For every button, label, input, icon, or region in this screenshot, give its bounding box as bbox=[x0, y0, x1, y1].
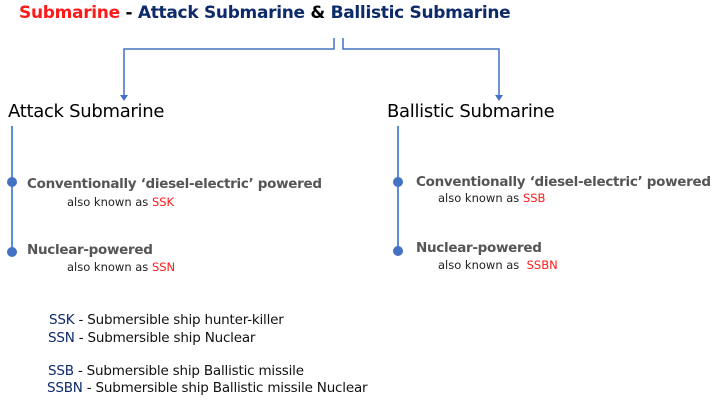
arrowhead-icon bbox=[495, 95, 503, 101]
ballistic-timeline bbox=[397, 126, 399, 254]
aka-code: SSBN bbox=[526, 258, 558, 272]
ballistic-item-label: Conventionally ‘diesel-electric’ powered bbox=[416, 174, 711, 190]
legend-desc: - Submersible ship Ballistic missile bbox=[73, 363, 304, 379]
title-ballistic: Ballistic Submarine bbox=[330, 3, 511, 23]
legend-code: SSB bbox=[48, 363, 74, 379]
legend-desc: - Submersible ship hunter-killer bbox=[74, 312, 284, 328]
legend-desc: - Submersible ship Ballistic missile Nuc… bbox=[82, 380, 368, 396]
connector-arrows bbox=[120, 38, 503, 101]
bullet-icon bbox=[7, 247, 17, 257]
aka-text: also known as bbox=[67, 195, 152, 209]
legend-item: SSBN - Submersible ship Ballistic missil… bbox=[47, 380, 368, 396]
attack-item-label: Nuclear-powered bbox=[27, 242, 153, 258]
attack-item-label: Conventionally ‘diesel-electric’ powered bbox=[27, 176, 322, 192]
attack-heading: Attack Submarine bbox=[8, 101, 164, 122]
attack-heading-bold: Submarine bbox=[69, 101, 165, 122]
legend-item: SSB - Submersible ship Ballistic missile bbox=[48, 363, 304, 379]
legend-item: SSN - Submersible ship Nuclear bbox=[48, 330, 255, 346]
legend-code: SSBN bbox=[47, 380, 83, 396]
aka-code: SSB bbox=[522, 191, 546, 205]
ballistic-heading: Ballistic Submarine bbox=[387, 101, 555, 122]
aka-text: also known as bbox=[438, 191, 523, 205]
ballistic-item-aka: also known as SSB bbox=[438, 191, 545, 205]
attack-item-aka: also known as SSK bbox=[67, 195, 174, 209]
arrow-to-attack bbox=[123, 38, 335, 96]
ballistic-item-aka: also known as SSBN bbox=[438, 258, 558, 272]
bullet-icon bbox=[393, 246, 403, 256]
aka-code: SSN bbox=[151, 260, 176, 274]
aka-text: also known as bbox=[67, 260, 152, 274]
title-attack: Attack Submarine bbox=[137, 3, 305, 23]
legend-code: SSN bbox=[48, 330, 75, 346]
arrow-to-ballistic bbox=[342, 38, 500, 96]
title-sep: - bbox=[119, 3, 138, 23]
attack-timeline bbox=[11, 126, 13, 254]
bullet-icon bbox=[7, 177, 17, 187]
legend-item: SSK - Submersible ship hunter-killer bbox=[49, 312, 284, 328]
title: Submarine - Attack Submarine & Ballistic… bbox=[19, 3, 511, 23]
ballistic-item-label: Nuclear-powered bbox=[416, 240, 542, 256]
aka-code: SSK bbox=[151, 195, 175, 209]
arrowhead-icon bbox=[120, 95, 128, 101]
title-amp: & bbox=[304, 3, 331, 23]
attack-item-aka: also known as SSN bbox=[67, 260, 175, 274]
legend-desc: - Submersible ship Nuclear bbox=[74, 330, 256, 346]
aka-text: also known as bbox=[438, 258, 527, 272]
legend-code: SSK bbox=[49, 312, 75, 328]
attack-heading-light: Attack bbox=[8, 101, 70, 122]
title-submarine: Submarine bbox=[19, 3, 120, 23]
bullet-icon bbox=[393, 177, 403, 187]
